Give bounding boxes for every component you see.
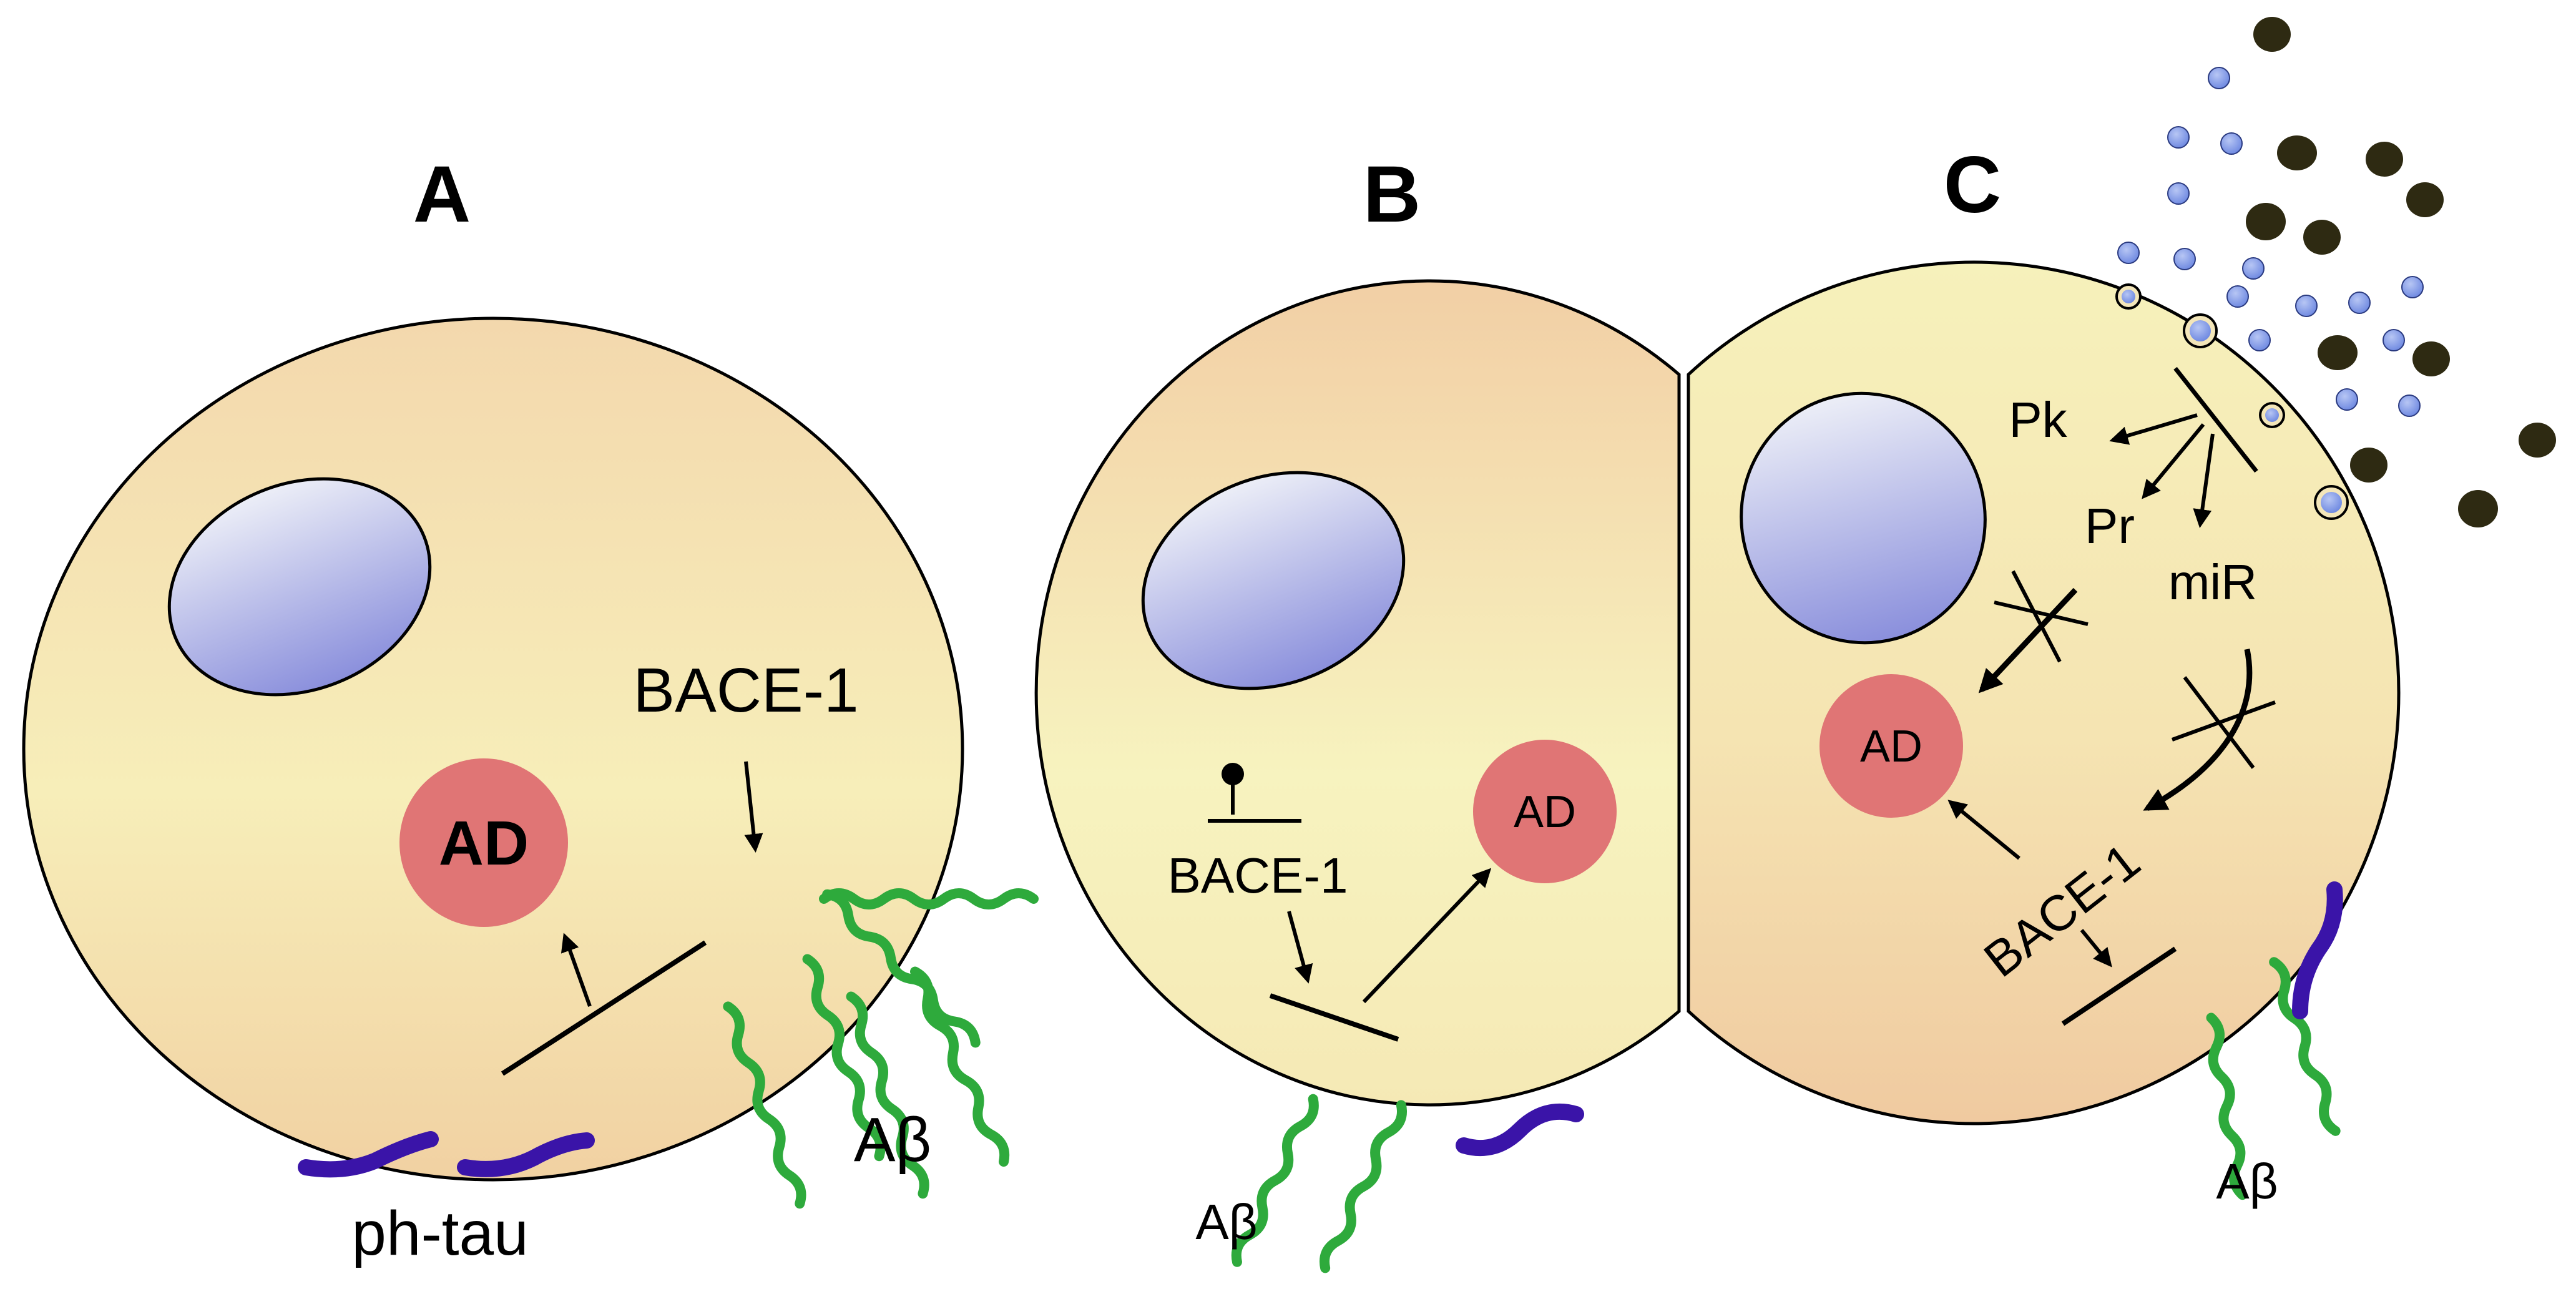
pk-label: Pk — [2009, 392, 2067, 448]
amyloid-fiber — [910, 966, 1010, 1167]
blue-particle — [2173, 248, 2196, 270]
docked-particle-inner — [2265, 408, 2279, 422]
particle-cloud — [2117, 17, 2556, 527]
membrane-bar-b — [1269, 993, 1399, 1042]
blue-particle — [2248, 329, 2271, 351]
up-arrow-a — [561, 933, 592, 1007]
dark-particle — [2303, 220, 2341, 255]
amyloid-fiber — [723, 1001, 806, 1209]
blue-particle — [2383, 329, 2405, 351]
inhibitor-symbol-b — [1208, 763, 1301, 823]
pk-arrow — [2109, 413, 2198, 445]
amyloid-fiber — [822, 889, 981, 1048]
block-cross-1 — [1994, 570, 2089, 663]
mir-arrow — [2193, 433, 2215, 528]
abeta-label-a: Aβ — [854, 1105, 931, 1175]
ad-circle-c — [1819, 674, 1963, 818]
bace-arrow-b — [1287, 911, 1313, 984]
panel-b: B BACE-1 AD Aβ — [1034, 150, 1681, 1273]
blue-particle — [2401, 276, 2424, 298]
ad-arrow-b — [1362, 868, 1492, 1004]
blue-particle — [2220, 132, 2243, 155]
panel-b-letter: B — [1363, 150, 1421, 239]
ad-circle-b — [1473, 740, 1617, 883]
blue-particle — [2242, 257, 2265, 280]
cell-a — [22, 316, 964, 1182]
membrane-bar-c — [2061, 946, 2177, 1026]
nucleus-c — [1740, 391, 1987, 645]
amyloid-fiber — [802, 954, 886, 1162]
tau-fiber-b — [1456, 1103, 1584, 1157]
dark-particle — [2458, 490, 2498, 527]
amyloid-group-c — [2206, 957, 2341, 1200]
ad-label-c: AD — [1860, 722, 1922, 772]
amyloid-fiber — [819, 888, 1039, 909]
tau-group-a — [298, 1131, 595, 1178]
blue-particle — [2295, 295, 2318, 317]
docked-particles — [2115, 283, 2349, 520]
bace-label-b: BACE-1 — [1168, 848, 1348, 903]
amyloid-fiber — [2269, 957, 2341, 1136]
membrane-bar-a — [501, 940, 707, 1076]
amyloid-group-a — [723, 888, 1039, 1209]
blocked-arrow-1 — [1978, 587, 2078, 694]
amyloid-fiber — [1231, 1094, 1319, 1267]
docked-particle-inner — [2122, 290, 2135, 303]
dark-particle — [2406, 182, 2444, 217]
panel-a-letter: A — [413, 150, 471, 239]
docked-particle-inner — [2321, 492, 2342, 513]
amyloid-fiber — [846, 991, 929, 1199]
ad-label-a: AD — [439, 808, 529, 878]
abeta-label-b: Aβ — [1195, 1194, 1257, 1250]
blue-particle — [2208, 67, 2230, 89]
docked-particle-inner — [2190, 320, 2211, 341]
tau-label-a: ph-tau — [351, 1198, 529, 1268]
nucleus-b — [1141, 471, 1406, 690]
bace-arrow-a — [744, 761, 763, 853]
dark-particle — [2253, 17, 2291, 52]
pr-label: Pr — [2085, 498, 2135, 554]
blue-particle — [2398, 395, 2421, 417]
blue-particle — [2348, 292, 2371, 314]
ad-circle-a — [399, 758, 568, 927]
blue-particle — [2336, 388, 2358, 411]
amyloid-fiber — [1320, 1100, 1407, 1273]
panel-c: C Pk Pr miR AD BACE-1 Aβ — [1687, 17, 2556, 1209]
mir-label: miR — [2168, 554, 2257, 610]
blue-particle — [2167, 126, 2190, 149]
dark-particle — [2318, 335, 2358, 370]
abeta-label-c: Aβ — [2216, 1154, 2278, 1209]
tau-fiber — [457, 1132, 595, 1177]
amyloid-group-b — [1231, 1094, 1407, 1273]
pr-arrow — [2142, 423, 2205, 499]
block-cross-2 — [2171, 676, 2276, 769]
dark-particle — [2519, 423, 2556, 458]
blue-particle — [2226, 285, 2249, 308]
ad-arrow-c — [1947, 800, 2020, 860]
tau-fiber — [298, 1131, 439, 1178]
cell-c — [1687, 260, 2401, 1125]
dark-particle — [2412, 341, 2450, 376]
dark-particle — [2350, 448, 2387, 483]
tau-fiber-c — [2292, 881, 2343, 1019]
panel-a: A AD BACE-1 Aβ ph-tau — [22, 150, 1039, 1268]
amyloid-fiber — [2206, 1012, 2248, 1200]
panel-c-letter: C — [1944, 140, 2001, 230]
ad-label-b: AD — [1514, 787, 1576, 837]
dark-particle — [2277, 135, 2317, 170]
bace-arrow-c — [2080, 929, 2112, 968]
bace-label-a: BACE-1 — [633, 655, 858, 725]
cell-b — [1034, 279, 1681, 1107]
blue-particle — [2117, 242, 2140, 264]
dark-particle — [2366, 142, 2403, 177]
dark-particle — [2246, 203, 2286, 240]
blue-particle — [2167, 182, 2190, 205]
nucleus-a — [167, 477, 432, 697]
receptor-bar-c — [2173, 366, 2258, 473]
